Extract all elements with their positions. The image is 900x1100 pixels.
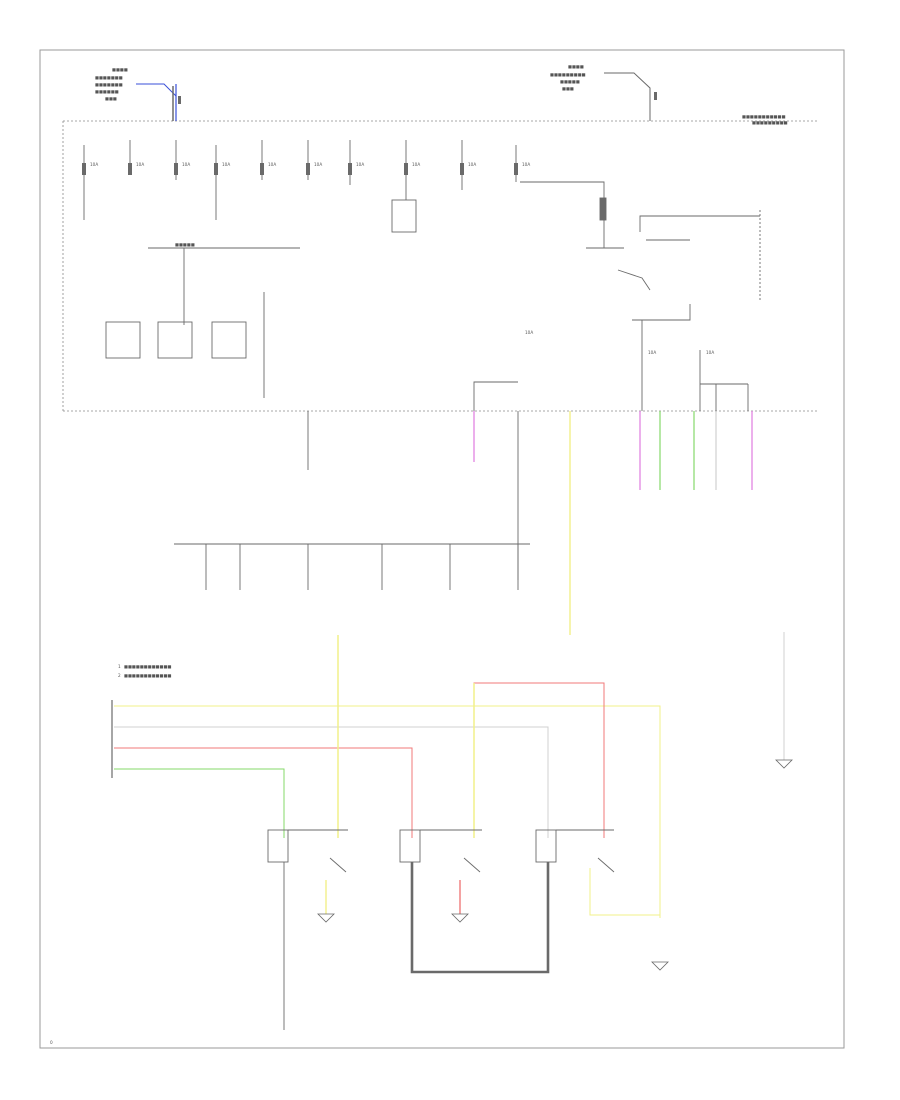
svg-text:■■■: ■■■: [562, 86, 574, 91]
fuse-7-amps: 10A: [356, 162, 364, 167]
power-source-left: ■■■■ ■■■■■■■ ■■■■■■■ ■■■■■■ ■■■: [95, 67, 181, 121]
legend-1: 1: [118, 664, 121, 669]
fuse-6-amps: 10A: [314, 162, 322, 167]
relay-box-top: [391, 199, 417, 233]
svg-text:■■■■■■: ■■■■■■: [95, 89, 119, 94]
inner-relays: [105, 292, 265, 398]
svg-text:■■■■■: ■■■■■: [560, 79, 580, 84]
fuse-12-amps: 10A: [648, 350, 656, 355]
legend: 1 2 ■■■■■■■■■■■■ ■■■■■■■■■■■■: [118, 664, 172, 678]
fuse-2-amps: 10A: [136, 162, 144, 167]
svg-text:■■■■■■■■■■■■: ■■■■■■■■■■■■: [124, 673, 172, 678]
fuse-labels-top: 10A 10A 10A 10A 10A 10A 10A 10A 10A 10A: [82, 162, 530, 175]
fuse-10-amps: 10A: [522, 162, 530, 167]
bus-lower: [174, 381, 749, 580]
svg-text:■■■■: ■■■■: [112, 67, 128, 72]
fuse-13-amps: 10A: [706, 350, 714, 355]
fuse-4-amps: 10A: [222, 162, 230, 167]
fuse-8-amps: 10A: [412, 162, 420, 167]
fuse-9-amps: 10A: [468, 162, 476, 167]
ground-loop: [410, 862, 550, 974]
svg-text:■■■: ■■■: [105, 96, 117, 101]
page-marker: 0: [50, 1040, 53, 1045]
legend-2: 2: [118, 673, 121, 678]
fuse-1-amps: 10A: [90, 162, 98, 167]
svg-text:■■■■■■■: ■■■■■■■: [95, 75, 123, 80]
svg-text:■■■■■■■■■■■: ■■■■■■■■■■■: [742, 114, 786, 119]
fuse-11-amps: 10A: [525, 330, 533, 335]
fuse-columns: [83, 140, 517, 220]
fuse-box: [62, 120, 818, 412]
power-source-right: ■■■■ ■■■■■■■■■ ■■■■■ ■■■ ■■■■■■■■■■■ ■■■…: [550, 64, 788, 125]
svg-text:■■■■■: ■■■■■: [175, 242, 195, 247]
diagram-frame: [39, 49, 845, 1049]
svg-text:■■■■■■■■■: ■■■■■■■■■: [550, 72, 586, 77]
grounds: [317, 632, 793, 971]
svg-text:■■■■■■■■■: ■■■■■■■■■: [752, 120, 788, 125]
svg-text:■■■■■■■■■■■■: ■■■■■■■■■■■■: [124, 664, 172, 669]
relays-lower: [267, 829, 615, 1030]
splice-drops: [205, 544, 519, 590]
relay-area-right: [520, 181, 761, 411]
svg-text:■■■■: ■■■■: [568, 64, 584, 69]
wires-fusebox-out: [473, 411, 753, 635]
fuse-5-amps: 10A: [268, 162, 276, 167]
fuse-3-amps: 10A: [182, 162, 190, 167]
svg-text:■■■■■■■: ■■■■■■■: [95, 82, 123, 87]
harness-wires: [114, 635, 661, 918]
